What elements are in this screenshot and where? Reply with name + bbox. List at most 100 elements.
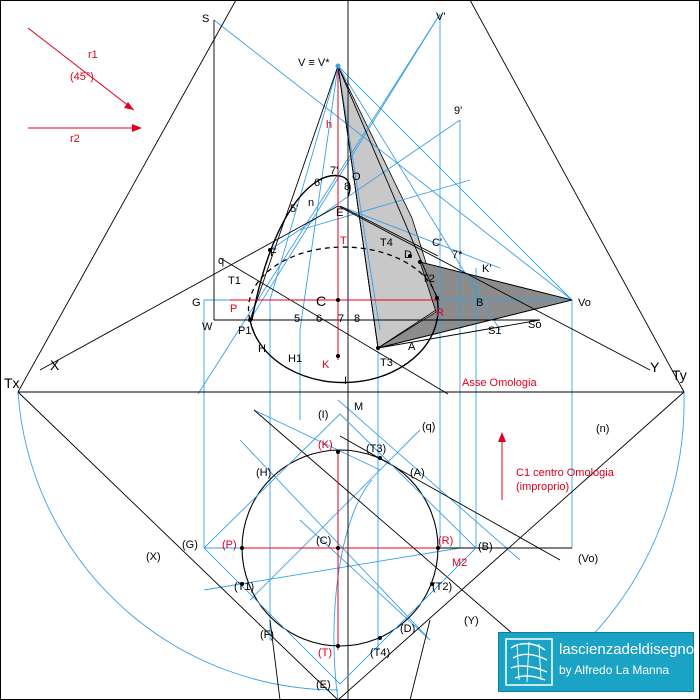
arc-left [17,391,339,691]
arrow-r1 [27,27,135,111]
cone-generatrix-left [249,65,339,321]
diagonal-ty-top [469,0,685,393]
label-8b: 8 [354,313,360,325]
cone-generatrix-right [337,65,438,299]
line-c-prime [339,205,439,257]
shadow-edge [419,261,573,301]
construction-lines [17,13,685,700]
homology-line [249,429,421,601]
arrow-head-r1 [124,102,134,110]
point-d [408,254,412,258]
homology-line [253,409,381,471]
arrow-heads [124,102,506,442]
label-m: M [354,401,363,413]
construction-square [203,413,477,685]
vertex-to-vo-line [337,65,573,301]
label-a: A [408,341,416,353]
base-ellipse-hidden [247,246,438,321]
label-px: (X) [146,551,161,563]
label-pi: (I) [318,409,328,421]
label-pg: (G) [182,539,198,551]
label-g: G [192,297,201,309]
label-p: P [230,303,237,315]
label-s1: S1 [488,325,501,337]
label-pf: (F) [260,629,274,641]
brand-author: by Alfredo La Manna [559,663,670,677]
point-k [336,354,340,358]
projection-line [339,205,501,269]
label-pc: (C) [316,535,331,547]
point-p1 [248,318,252,322]
point-pt3 [378,456,382,460]
note-r1-angle: (45°) [70,71,94,83]
label-pn: (n) [596,423,609,435]
brand-name: lascienzadeldisegno [559,641,695,658]
label-pt: (T) [318,647,332,659]
label-t4: T4 [380,237,393,249]
label-pb: (B) [478,541,493,553]
generatrix-line [337,65,381,331]
accent-lines [27,27,503,650]
projection-line [249,13,441,321]
cone-generatrix-t3 [337,65,379,349]
lower-line [269,619,281,700]
label-pp: (P) [222,539,237,551]
label-pvo: (Vo) [578,553,598,565]
label-t2: T2 [422,273,435,285]
arrow-head-r2 [132,124,142,132]
label-pd: (D) [400,623,415,635]
projection-line [299,179,471,231]
generatrix-line [269,65,339,301]
homology-line [299,519,431,641]
point-pt [336,644,340,648]
label-5: 5 [294,313,300,325]
label-n: n [308,197,314,209]
diagonal-ty-bottom [337,391,685,700]
generatrix-line [299,65,339,331]
homology-line [239,439,431,641]
note-r1: r1 [88,49,98,61]
generatrix-line [337,65,501,331]
label-so: So [528,319,541,331]
tangent-line [253,409,521,641]
label-5-prime: 5' [290,203,298,215]
label-y: Y [650,359,660,375]
arc-right [587,391,685,641]
label-m2: M2 [452,557,467,569]
note-center-1: C1 centro Omologia [516,467,615,479]
label-pt4: (T4) [370,647,390,659]
label-o: O [352,171,361,183]
point-r [435,296,439,300]
label-t1: T1 [228,275,241,287]
label-v-prime: V' [436,11,445,23]
label-w: W [202,321,213,333]
brand-logo-icon [505,638,553,686]
own-shadow-light-face [337,65,437,349]
shadow-edge [377,319,541,349]
point-t3 [376,346,380,350]
point-v [335,63,341,69]
label-6: 6 [316,313,322,325]
label-k-prime: K' [482,263,491,275]
lower-line [409,619,431,700]
point-f [268,248,272,252]
label-c-prime: C' [432,237,442,249]
label-pk: (K) [318,439,333,451]
label-pq: (q) [422,421,435,433]
label-x: X [50,357,60,373]
label-f: F [270,247,277,259]
point-pk [336,450,340,454]
shadow-curve [251,174,351,321]
label-c: C [316,293,326,309]
label-tx: Tx [4,375,20,391]
label-py: (Y) [464,615,479,627]
label-7: 7 [338,313,344,325]
label-ph: (H) [256,467,271,479]
line-q [219,257,449,395]
point-pt1 [240,582,244,586]
line-x [39,205,339,371]
label-pt1: (T1) [234,581,254,593]
note-center-2: (improprio) [516,481,569,493]
homology-line [337,399,521,561]
